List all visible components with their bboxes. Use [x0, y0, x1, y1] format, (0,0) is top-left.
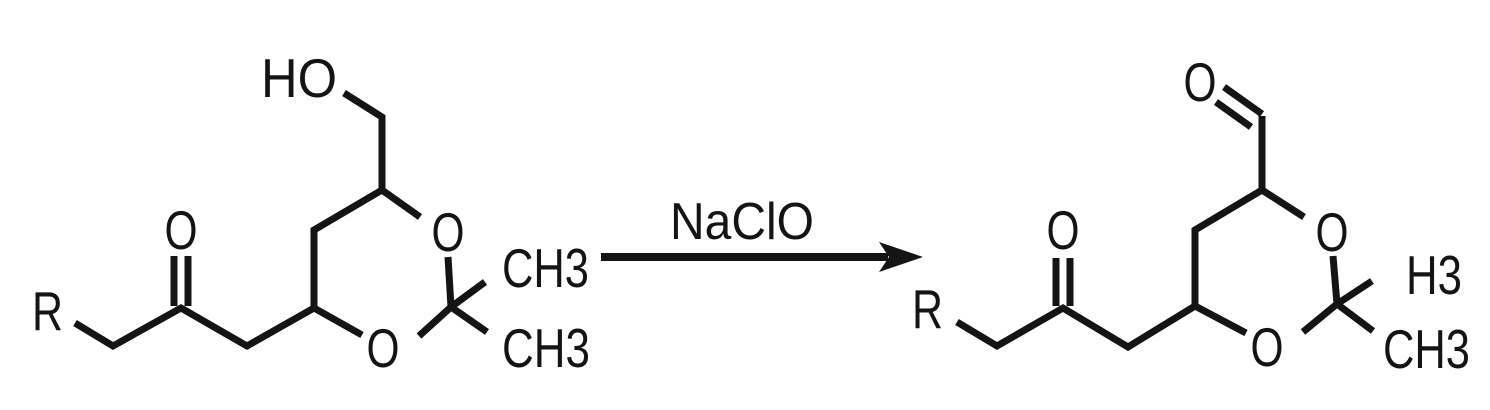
product-methyl-bottom-label: CH3 [1383, 318, 1470, 380]
reactant-methyl-top-bond [448, 279, 488, 310]
reaction-arrow: NaClO [601, 193, 923, 272]
reactant-ring-oxygen-bottom-label: O [367, 317, 400, 379]
reactant-ketone-oxygen-label: O [165, 199, 198, 261]
reactant-methyl-bottom-bond [449, 304, 489, 335]
product-aldehyde-bonds [1213, 84, 1266, 190]
product-ketone-oxygen-label: O [1047, 199, 1080, 261]
reactant-methyl-top-label: CH3 [502, 237, 589, 299]
reactant-hydroxymethyl-bonds [342, 90, 386, 190]
reactant-ketone-double-bond [170, 256, 192, 306]
reagent-label: NaClO [670, 193, 814, 251]
product-ring-right-bonds [1300, 255, 1341, 335]
product-ring-oxygen-bottom-label: O [1251, 316, 1284, 378]
reactant-ring-right-bonds [416, 256, 455, 339]
product-ring-oxygen-top-label: O [1316, 201, 1349, 263]
product-r-group-label: R [912, 278, 943, 340]
product-ring-bottom-bond [1193, 302, 1248, 337]
reactant-methyl-bottom-label: CH3 [502, 317, 590, 379]
product-structure: R O O O O H3 CH3 [912, 51, 1470, 380]
reactant-ring-oxygen-top-label: O [432, 201, 465, 263]
product-methyl-bottom-bond [1334, 301, 1376, 334]
reaction-arrow-head [879, 242, 923, 272]
reactant-structure: R HO O O O CH3 CH3 [32, 47, 590, 379]
product-methyl-top-label: H3 [1406, 244, 1462, 306]
reactant-skeleton [73, 185, 423, 351]
product-aldehyde-oxygen-label: O [1184, 51, 1217, 113]
product-methyl-top-bond [1335, 278, 1374, 307]
reactant-hydroxyl-label: HO [261, 47, 337, 109]
product-skeleton [955, 185, 1306, 352]
product-ketone-double-bond [1052, 258, 1074, 306]
reactant-r-group-label: R [32, 280, 63, 342]
reactant-ring-bottom-bond [312, 304, 364, 339]
